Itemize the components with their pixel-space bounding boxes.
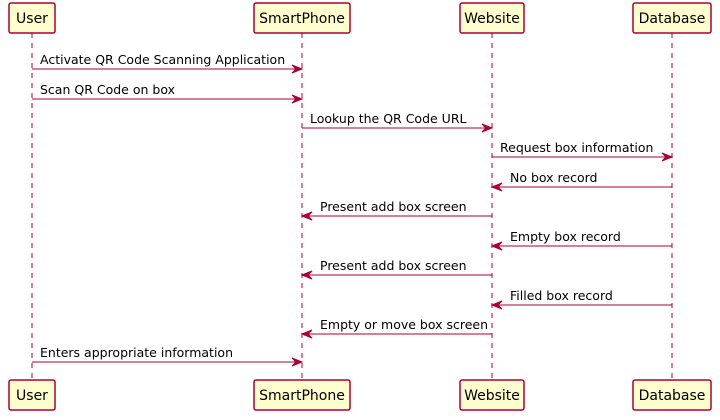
arrowhead-icon xyxy=(490,241,503,251)
participant-box xyxy=(459,379,525,411)
message-1: Activate QR Code Scanning Application xyxy=(32,52,304,74)
message-label: Activate QR Code Scanning Application xyxy=(40,52,285,67)
arrowhead-icon xyxy=(291,94,304,104)
participant-label: User xyxy=(16,388,48,404)
arrowhead-icon xyxy=(490,182,503,192)
arrowhead-icon xyxy=(300,329,313,339)
message-8: Present add box screen xyxy=(300,258,492,280)
message-label: Request box information xyxy=(500,140,653,155)
participant-label: SmartPhone xyxy=(259,11,345,27)
participant-top-database: Database xyxy=(632,2,712,34)
message-label: Present add box screen xyxy=(320,258,467,273)
message-10: Empty or move box screen xyxy=(300,317,492,339)
participant-top-smartphone: SmartPhone xyxy=(253,2,351,34)
participant-top-user: User xyxy=(8,2,56,34)
arrowhead-icon xyxy=(481,123,494,133)
participant-box xyxy=(632,379,712,411)
message-label: Enters appropriate information xyxy=(40,345,233,360)
participant-label: Website xyxy=(464,388,520,404)
arrowhead-icon xyxy=(291,64,304,74)
message-label: Empty or move box screen xyxy=(320,317,488,332)
participant-label: Website xyxy=(464,11,520,27)
participant-label: Database xyxy=(639,388,706,404)
participant-box xyxy=(253,2,351,34)
message-11: Enters appropriate information xyxy=(32,345,304,367)
participant-box xyxy=(632,2,712,34)
message-label: Present add box screen xyxy=(320,199,467,214)
message-2: Scan QR Code on box xyxy=(32,82,304,104)
message-label: Empty box record xyxy=(510,229,621,244)
participant-bottom-smartphone: SmartPhone xyxy=(253,379,351,411)
arrowhead-icon xyxy=(661,152,674,162)
message-3: Lookup the QR Code URL xyxy=(302,111,494,133)
participant-bottom-website: Website xyxy=(459,379,525,411)
participant-label: User xyxy=(16,11,48,27)
message-6: Present add box screen xyxy=(300,199,492,221)
message-5: No box record xyxy=(490,170,672,192)
participant-box xyxy=(253,379,351,411)
message-label: Lookup the QR Code URL xyxy=(310,111,467,126)
message-4: Request box information xyxy=(492,140,674,162)
arrowhead-icon xyxy=(300,270,313,280)
participant-box xyxy=(459,2,525,34)
arrowhead-icon xyxy=(300,211,313,221)
arrowhead-icon xyxy=(490,300,503,310)
message-9: Filled box record xyxy=(490,288,672,310)
message-7: Empty box record xyxy=(490,229,672,251)
arrowhead-icon xyxy=(291,357,304,367)
participant-top-website: Website xyxy=(459,2,525,34)
participant-label: Database xyxy=(639,11,706,27)
participant-bottom-user: User xyxy=(8,379,56,411)
message-label: Scan QR Code on box xyxy=(40,82,175,97)
participant-label: SmartPhone xyxy=(259,388,345,404)
message-label: No box record xyxy=(510,170,597,185)
participant-box xyxy=(8,379,56,411)
participant-bottom-database: Database xyxy=(632,379,712,411)
participant-box xyxy=(8,2,56,34)
message-label: Filled box record xyxy=(510,288,613,303)
